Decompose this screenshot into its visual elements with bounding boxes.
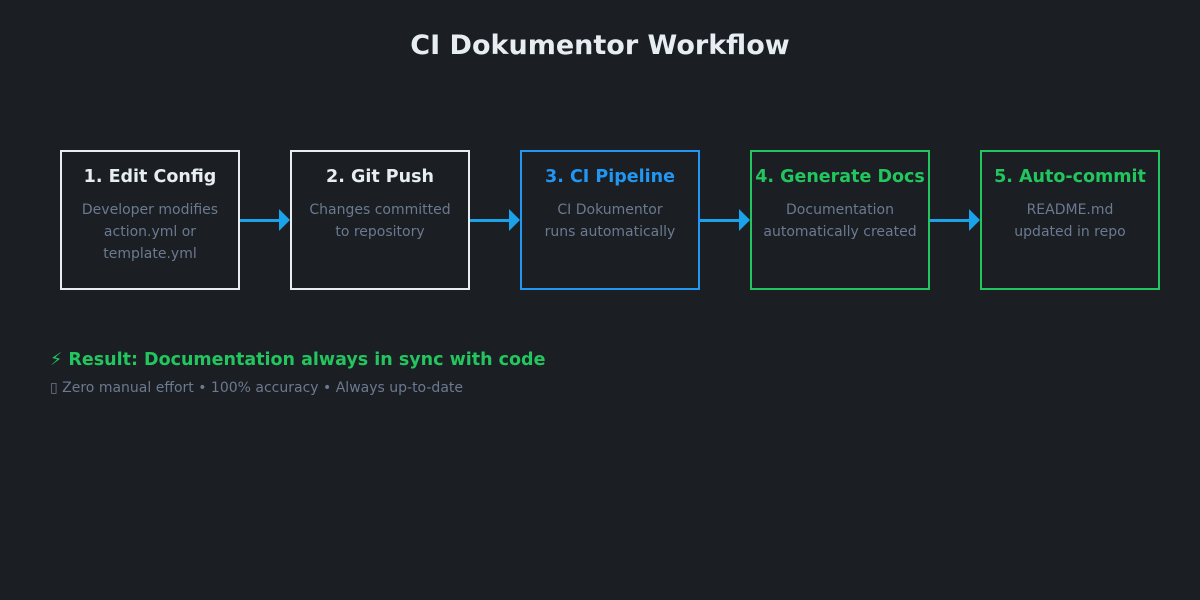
step-git-push: 2. Git Push Changes committed to reposit… [290, 150, 470, 290]
step-description-line: README.md [1026, 202, 1114, 218]
step-title: 4. Generate Docs [755, 167, 925, 187]
step-description-line: automatically created [763, 224, 917, 240]
step-edit-config: 1. Edit Config Developer modifies action… [60, 150, 240, 290]
step-description: Documentation automatically created [752, 199, 928, 243]
step-description: CI Dokumentor runs automatically [522, 199, 698, 243]
result-heading: ⚡ Result: Documentation always in sync w… [50, 350, 546, 370]
step-auto-commit: 5. Auto-commit README.md updated in repo [980, 150, 1160, 290]
step-description: README.md updated in repo [982, 199, 1158, 243]
step-description-line: to repository [335, 224, 425, 240]
step-description: Developer modifies action.yml or templat… [62, 199, 238, 265]
step-title: 1. Edit Config [83, 167, 217, 187]
diagram-title: CI Dokumentor Workflow [410, 30, 790, 61]
result-subtitle: ▯ Zero manual effort • 100% accuracy • A… [50, 380, 463, 396]
arrow-right-icon [240, 209, 290, 231]
step-generate-docs: 4. Generate Docs Documentation automatic… [750, 150, 930, 290]
arrow-right-icon [470, 209, 520, 231]
step-description: Changes committed to repository [292, 199, 468, 243]
step-description-line: Changes committed [309, 202, 451, 218]
step-ci-pipeline: 3. CI Pipeline CI Dokumentor runs automa… [520, 150, 700, 290]
arrow-right-icon [930, 209, 980, 231]
step-description-line: template.yml [103, 246, 197, 262]
step-title: 2. Git Push [326, 167, 434, 187]
step-description-line: action.yml or [103, 224, 197, 240]
step-description-line: Developer modifies [81, 202, 219, 218]
step-description-line: CI Dokumentor [557, 202, 663, 218]
step-description-line: Documentation [786, 202, 894, 218]
step-title: 3. CI Pipeline [545, 167, 675, 187]
step-title: 5. Auto-commit [994, 167, 1146, 187]
step-description-line: runs automatically [544, 224, 676, 240]
step-description-line: updated in repo [1014, 224, 1126, 240]
arrow-right-icon [700, 209, 750, 231]
